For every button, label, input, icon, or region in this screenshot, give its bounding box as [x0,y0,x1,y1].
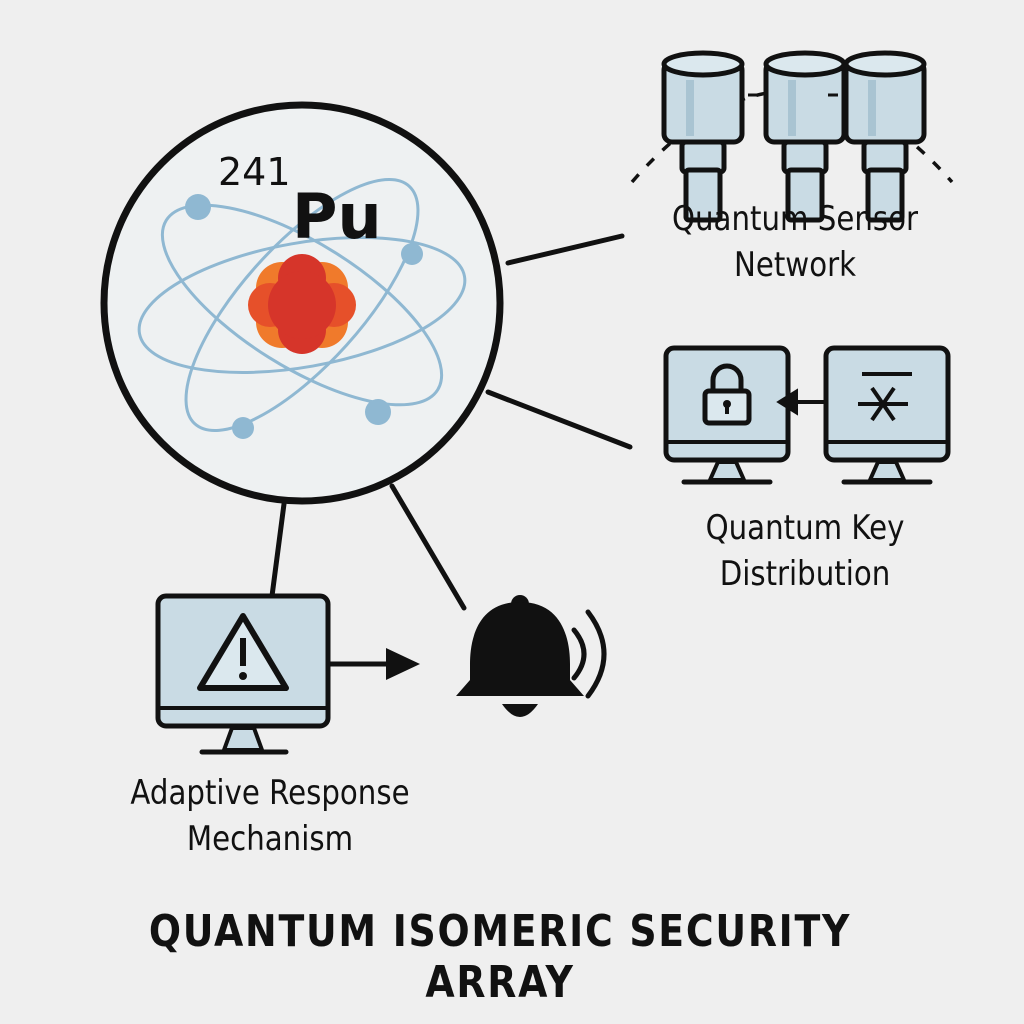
key-distribution-label-line1: Quantum Key [705,508,905,548]
atom-icon [100,101,504,505]
monitor-cipher-icon [823,345,951,485]
sensor-cylinder-icon [661,50,745,223]
connector-adaptive-response [269,501,287,599]
electron [365,399,391,425]
monitor-lock-icon [663,345,791,485]
adaptive-response-label-line1: Adaptive Response [130,773,410,813]
sensor-network-label: Quantum Sensor Network [627,196,962,288]
electron [401,243,423,265]
connector-sensor-network [505,233,625,266]
isotope-symbol: Pu [292,180,382,253]
electron [185,194,211,220]
orbit-2 [160,203,444,407]
sensor-network-label-line2: Network [733,245,857,285]
sensor-cylinder-icon [843,50,927,223]
isotope-mass-number: 241 [218,150,291,194]
key-distribution-label: Quantum Key Distribution [637,505,972,597]
nucleus [248,254,356,354]
electron [232,417,254,439]
connectors [269,233,633,611]
diagram-title: QUANTUM ISOMERIC SECURITY ARRAY [148,906,852,1008]
adaptive-response-label-line2: Mechanism [186,819,354,859]
orbit-3 [184,178,420,432]
sensor-cylinder-icon [763,50,847,223]
sensor-network-group [630,50,954,223]
adaptive-response-label: Adaptive Response Mechanism [98,770,442,862]
connector-alarm [389,483,467,611]
connector-key-distribution [485,389,633,450]
key-distribution-group [663,345,951,485]
sensor-network-label-line1: Quantum Sensor [671,199,918,239]
key-distribution-label-line2: Distribution [719,554,891,594]
orbit-1 [137,236,467,374]
monitor-warning-icon [155,593,331,755]
arrow-to-alarm [328,648,420,680]
bell-alarm-icon [456,595,607,717]
